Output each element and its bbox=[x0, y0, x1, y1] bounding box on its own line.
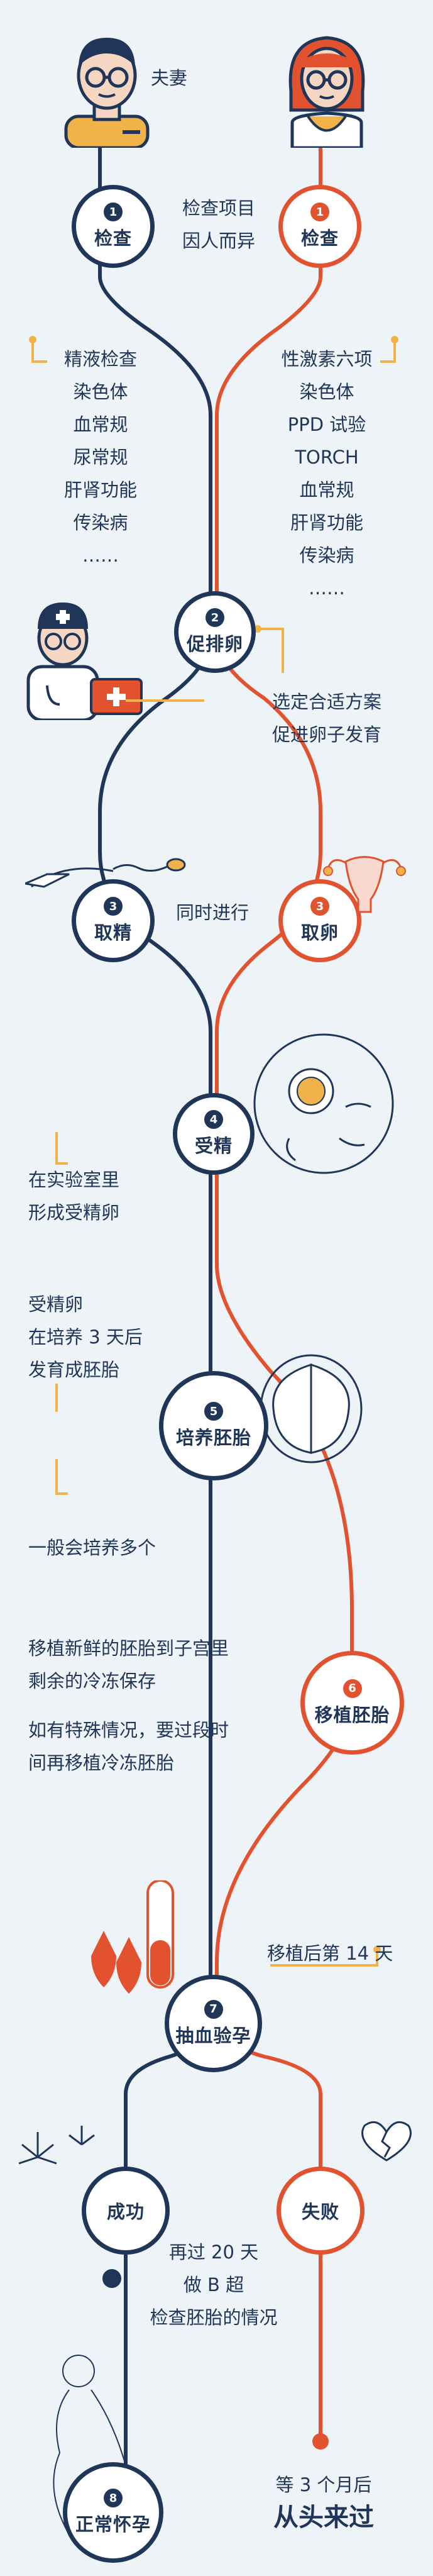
step-number-badge: 8 bbox=[104, 2489, 123, 2507]
step-number-badge: 4 bbox=[204, 1110, 223, 1129]
success-label: 成功 bbox=[106, 2201, 145, 2223]
step-number-badge: 1 bbox=[104, 203, 123, 221]
step1-male-node: 1 检查 bbox=[72, 185, 155, 268]
fertilization-dish-icon bbox=[253, 1033, 394, 1174]
step-number-badge: 7 bbox=[204, 1999, 223, 2019]
step-number-badge: 1 bbox=[310, 203, 329, 221]
step7-note: 移植后第 14 天 bbox=[267, 1943, 393, 1964]
female-checklist: 性激素六项 染色体 PPD 试验 TORCH 血常规 肝肾功能 传染病 …… bbox=[281, 348, 373, 599]
step1-female-node: 1 检查 bbox=[278, 185, 361, 268]
success-dot bbox=[102, 2269, 121, 2288]
step6-note-b: 如有特殊情况，要过段时 间再移植冷冻胚胎 bbox=[28, 1719, 229, 1774]
step4-node: 4 受精 bbox=[173, 1093, 255, 1175]
step2-note: 选定合适方案 促进卵子发育 bbox=[271, 691, 381, 745]
husband-avatar bbox=[64, 38, 150, 148]
step-number-badge: 5 bbox=[204, 1402, 223, 1421]
success-note: 再过 20 天 做 B 超 检查胚胎的情况 bbox=[150, 2241, 278, 2328]
step3-male-node: 3 取精 bbox=[72, 879, 155, 962]
couple-label: 夫妻 bbox=[151, 67, 188, 89]
step-number-badge: 2 bbox=[206, 608, 224, 627]
step1-note: 检查项目 因人而异 bbox=[182, 197, 255, 252]
fail-note: 等 3 个月后 从头来过 bbox=[273, 2474, 374, 2532]
male-checklist: 精液检查 染色体 血常规 尿常规 肝肾功能 传染病 …… bbox=[63, 348, 137, 566]
step-number-badge: 3 bbox=[104, 897, 123, 916]
gold-connectors bbox=[31, 340, 396, 1967]
step6-note-a: 移植新鲜的胚胎到子宫里 剩余的冷冻保存 bbox=[28, 1638, 229, 1692]
step1-male-label: 检查 bbox=[94, 228, 132, 249]
step5-node: 5 培养胚胎 bbox=[159, 1371, 268, 1480]
step3-female-label: 取卵 bbox=[300, 922, 339, 943]
step3-note: 同时进行 bbox=[176, 902, 249, 923]
step6-node: 6 移植胚胎 bbox=[300, 1651, 404, 1755]
firework-icon bbox=[18, 2126, 95, 2165]
step4-label: 受精 bbox=[194, 1135, 233, 1157]
step5-label: 培养胚胎 bbox=[175, 1427, 251, 1448]
step-number-badge: 6 bbox=[343, 1679, 362, 1698]
step7-node: 7 抽血验孕 bbox=[165, 1975, 262, 2072]
step6-label: 移植胚胎 bbox=[314, 1704, 390, 1726]
step2-node: 2 促排卵 bbox=[174, 591, 256, 673]
fail-label: 失败 bbox=[301, 2201, 339, 2223]
fail-node: 失败 bbox=[277, 2167, 364, 2255]
broken-heart-icon bbox=[361, 2121, 412, 2162]
step5-note-top: 受精卵 在培养 3 天后 发育成胚胎 bbox=[28, 1294, 143, 1380]
step3-male-label: 取精 bbox=[94, 922, 132, 943]
step2-label: 促排卵 bbox=[186, 633, 243, 655]
step7-label: 抽血验孕 bbox=[175, 2024, 251, 2046]
step-number-badge: 3 bbox=[310, 897, 329, 916]
step5-note-bottom: 一般会培养多个 bbox=[28, 1537, 156, 1558]
step8-node: 8 正常怀孕 bbox=[63, 2462, 163, 2563]
step3-female-node: 3 取卵 bbox=[278, 879, 361, 962]
success-node: 成功 bbox=[82, 2167, 170, 2255]
plane-sperm-icon bbox=[25, 858, 186, 888]
uterus-icon bbox=[323, 856, 406, 913]
step4-note: 在实验室里 形成受精卵 bbox=[28, 1169, 120, 1223]
embryo-icon bbox=[260, 1354, 363, 1463]
doctor-icon bbox=[26, 602, 143, 720]
wife-avatar bbox=[288, 36, 365, 148]
doctor-connector bbox=[126, 699, 204, 702]
fail-end-dot bbox=[312, 2433, 329, 2450]
step8-label: 正常怀孕 bbox=[75, 2514, 151, 2535]
blood-test-icon bbox=[91, 1880, 174, 1994]
step1-female-label: 检查 bbox=[300, 228, 339, 249]
